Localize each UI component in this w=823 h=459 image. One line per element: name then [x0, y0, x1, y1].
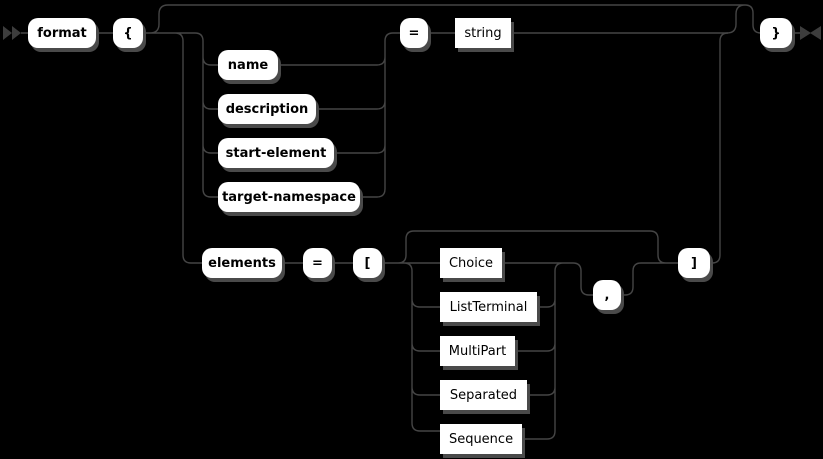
nonterminal-separated: Separated [440, 380, 527, 410]
start-marker-icon [12, 26, 21, 40]
nonterminal-list-terminal: ListTerminal [440, 292, 537, 322]
terminal-format: format [28, 18, 96, 48]
end-marker-icon [800, 26, 811, 40]
nonterminal-choice: Choice [440, 248, 502, 278]
terminal-name: name [218, 50, 278, 80]
terminal-open-brace: { [113, 18, 143, 48]
terminal-description: description [218, 94, 316, 124]
terminal-close-brace: } [760, 18, 792, 48]
terminal-open-bracket: [ [353, 248, 382, 278]
terminal-elements: elements [202, 248, 282, 278]
nonterminal-string: string [455, 18, 511, 48]
start-marker-icon [3, 26, 12, 40]
nonterminal-sequence: Sequence [440, 424, 522, 454]
end-marker-icon [810, 26, 821, 40]
nonterminal-multi-part: MultiPart [440, 336, 515, 366]
terminal-equals-attr: = [400, 18, 428, 48]
terminal-target-namespace: target-namespace [218, 182, 360, 212]
terminal-comma: , [593, 280, 621, 310]
terminal-start-element: start-element [218, 138, 334, 168]
terminal-equals-elements: = [303, 248, 332, 278]
terminal-close-bracket: ] [678, 248, 710, 278]
